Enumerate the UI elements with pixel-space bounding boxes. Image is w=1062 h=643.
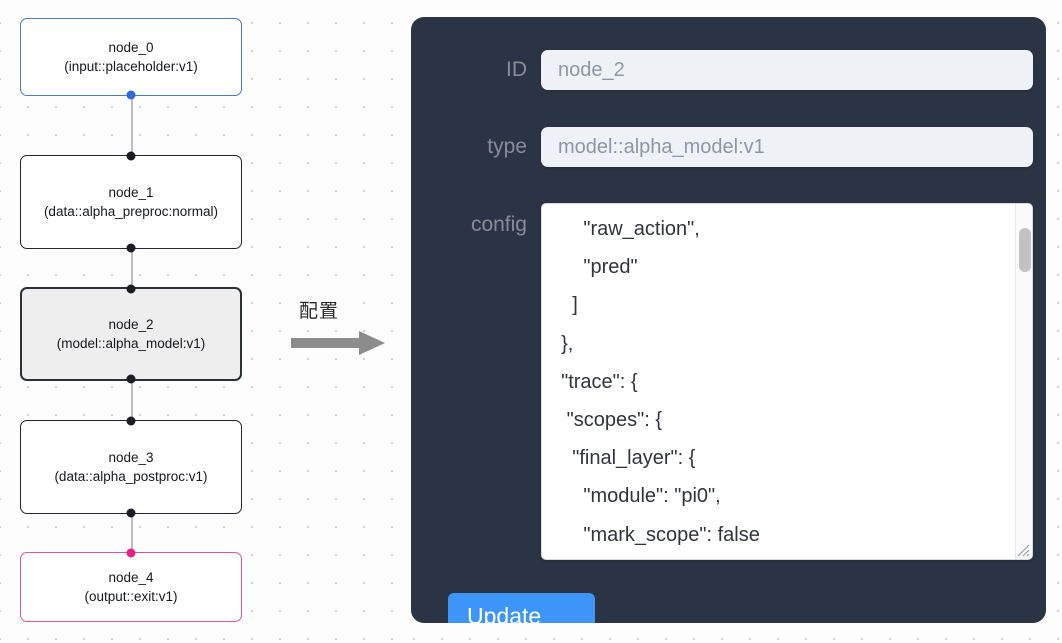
graph-node-label: node_4(output::exit:v1) — [84, 568, 177, 606]
node-handle-source[interactable] — [126, 243, 136, 253]
node-id-text: node_1 — [108, 184, 154, 200]
field-row-config: config "raw_action", "pred" ] }, "trace"… — [423, 203, 1033, 560]
update-button[interactable]: Update — [448, 593, 595, 623]
node-type-text: (output::exit:v1) — [84, 589, 178, 604]
config-scrollbar[interactable] — [1015, 204, 1032, 559]
id-field-label: ID — [506, 58, 527, 81]
node-type-text: (model::alpha_model:v1) — [56, 336, 206, 351]
graph-node-label: node_2(model::alpha_model:v1) — [57, 315, 206, 353]
edge-node0-node1 — [131, 96, 133, 155]
node-handle-target[interactable] — [126, 284, 136, 294]
config-textarea[interactable]: "raw_action", "pred" ] }, "trace": { "sc… — [541, 203, 1033, 560]
node-type-text: (input::placeholder:v1) — [64, 59, 198, 74]
config-scrollbar-thumb[interactable] — [1019, 228, 1031, 272]
node-handle-source[interactable] — [126, 90, 136, 100]
graph-node-label: node_0(input::placeholder:v1) — [64, 38, 198, 76]
type-field-label: type — [487, 135, 527, 158]
type-input[interactable]: model::alpha_model:v1 — [541, 127, 1033, 167]
config-field-label: config — [470, 213, 527, 236]
node-id-text: node_3 — [108, 449, 154, 465]
graph-canvas[interactable]: node_0(input::placeholder:v1) node_1(dat… — [0, 0, 400, 643]
graph-node-label: node_3(data::alpha_postproc:v1) — [54, 448, 207, 486]
config-textarea-value[interactable]: "raw_action", "pred" ] }, "trace": { "sc… — [561, 218, 760, 546]
node-id-text: node_4 — [108, 569, 154, 585]
field-row-id: ID node_2 — [423, 50, 1033, 90]
node-config-panel: ID node_2 type model::alpha_model:v1 con… — [411, 17, 1046, 623]
node-type-text: (data::alpha_preproc:normal) — [43, 204, 219, 219]
graph-node-label: node_1(data::alpha_preproc:normal) — [44, 183, 218, 221]
edge-node2-node3 — [131, 381, 133, 420]
node-id-text: node_0 — [108, 39, 154, 55]
node-handle-target[interactable] — [126, 151, 136, 161]
graph-node-node_1[interactable]: node_1(data::alpha_preproc:normal) — [20, 151, 242, 253]
transition-label: 配置 — [299, 300, 340, 322]
node-handle-target[interactable] — [126, 548, 136, 558]
field-row-type: type model::alpha_model:v1 — [423, 127, 1033, 167]
node-id-text: node_2 — [108, 316, 154, 332]
graph-node-node_3[interactable]: node_3(data::alpha_postproc:v1) — [20, 416, 242, 518]
edge-node3-node4 — [131, 514, 133, 552]
arrow-right-icon — [291, 331, 385, 355]
node-handle-source[interactable] — [126, 374, 136, 384]
graph-node-node_4[interactable]: node_4(output::exit:v1) — [20, 548, 242, 622]
graph-node-node_2[interactable]: node_2(model::alpha_model:v1) — [20, 284, 242, 384]
edge-node1-node2 — [131, 249, 133, 287]
resize-grip-icon[interactable] — [1015, 542, 1031, 558]
node-handle-source[interactable] — [126, 508, 136, 518]
node-handle-target[interactable] — [126, 416, 136, 426]
graph-node-node_0[interactable]: node_0(input::placeholder:v1) — [20, 18, 242, 100]
node-type-text: (data::alpha_postproc:v1) — [54, 469, 208, 484]
transition-annotation: 配置 — [291, 296, 401, 360]
id-input[interactable]: node_2 — [541, 50, 1033, 90]
